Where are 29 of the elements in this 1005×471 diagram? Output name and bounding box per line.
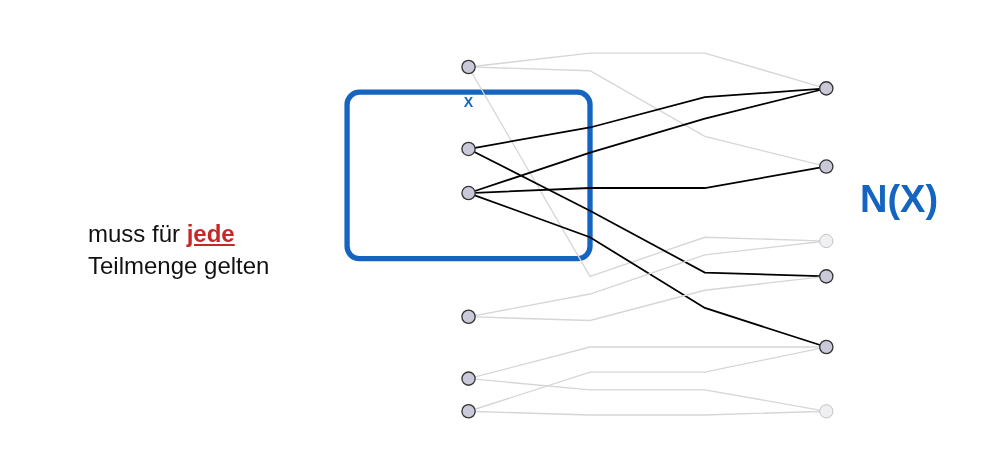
connector	[474, 378, 821, 411]
connector	[474, 88, 821, 149]
node-circle	[461, 59, 476, 75]
node-circle	[819, 81, 834, 96]
connector	[474, 166, 821, 194]
connector	[474, 52, 821, 88]
connector	[471, 72, 821, 278]
set-label: N(X)	[860, 178, 939, 220]
node-circle	[461, 141, 476, 157]
connector	[473, 151, 821, 278]
node-circle	[819, 404, 834, 419]
connector	[474, 276, 821, 322]
node-circle	[819, 339, 834, 355]
connector	[474, 347, 821, 410]
connector	[474, 66, 821, 166]
connector	[473, 89, 821, 192]
node-circle	[461, 185, 476, 201]
cluster: X	[344, 89, 593, 262]
note-text: muss für jede Teilmenge gelten	[88, 220, 270, 279]
node-circle	[819, 233, 834, 249]
connector	[474, 346, 821, 378]
node-circle	[461, 371, 476, 386]
node-circle	[461, 309, 476, 325]
connector	[474, 241, 821, 317]
node-circle	[819, 269, 834, 284]
connector	[473, 194, 821, 346]
node-circle	[819, 159, 834, 174]
connector	[474, 410, 821, 416]
node-circle	[461, 404, 476, 419]
